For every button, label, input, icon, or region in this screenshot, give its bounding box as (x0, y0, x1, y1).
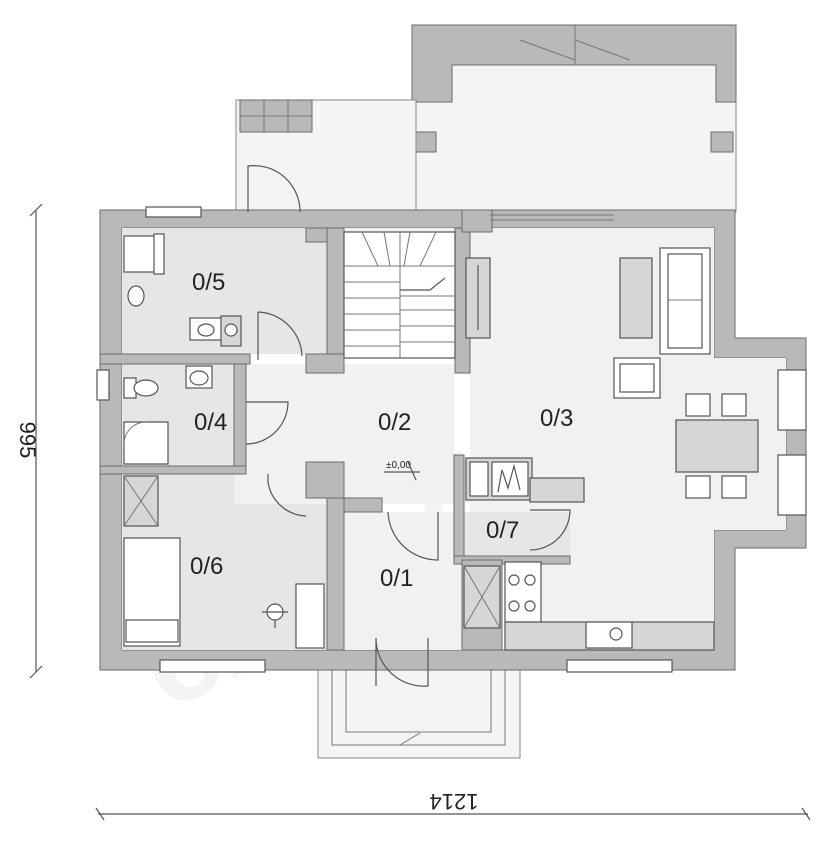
width-dimension-label: 1214 (430, 789, 479, 814)
room-label-0-3: 0/3 (540, 405, 573, 432)
svg-text:±0,00: ±0,00 (386, 460, 411, 471)
room-labels: 0/5 0/4 0/2 0/3 0/6 0/7 0/1 (190, 269, 573, 592)
rear-terrace (411, 24, 737, 213)
room-label-0-2: 0/2 (378, 409, 411, 436)
windows (96, 206, 807, 673)
room-label-0-1: 0/1 (380, 565, 413, 592)
staircase (343, 231, 491, 359)
living-room-furniture (613, 247, 759, 499)
bathroom-fixtures (123, 233, 242, 347)
dimension-width: 1214 (95, 789, 811, 821)
depth-dimension-label: 995 (15, 422, 40, 459)
entry-porch (235, 99, 417, 213)
level-marker: ±0,00 (384, 460, 420, 481)
fireplace (465, 457, 585, 503)
bedroom-furniture (123, 475, 325, 649)
room-label-0-5: 0/5 (192, 269, 225, 296)
room-label-0-4: 0/4 (194, 409, 227, 436)
doors (245, 165, 571, 746)
dimension-depth: 995 (15, 203, 43, 679)
room-label-0-7: 0/7 (486, 517, 519, 544)
room-label-0-6: 0/6 (190, 553, 223, 580)
front-porch (317, 667, 521, 759)
kitchen (463, 561, 715, 651)
wc-fixtures (123, 365, 213, 465)
